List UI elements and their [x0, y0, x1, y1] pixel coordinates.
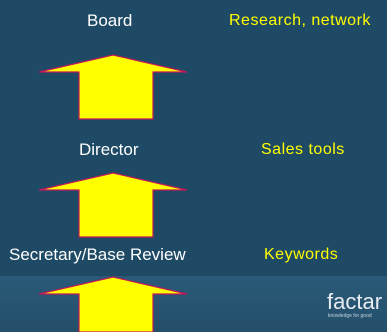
level-label-director: Director — [79, 140, 139, 159]
level-note-secretary: Keywords — [264, 246, 339, 263]
up-arrow-2 — [38, 172, 188, 238]
level-note-director: Sales tools — [261, 141, 345, 158]
level-label-secretary: Secretary/Base Review — [9, 245, 186, 264]
up-arrow-3 — [38, 276, 188, 332]
level-label-board: Board — [87, 11, 133, 30]
logo-tagline: knowledge for good — [328, 313, 372, 319]
level-note-board: Research, network — [229, 12, 371, 29]
footer-band — [0, 276, 387, 332]
up-arrow-1 — [38, 54, 188, 120]
logo: factar — [327, 289, 383, 314]
